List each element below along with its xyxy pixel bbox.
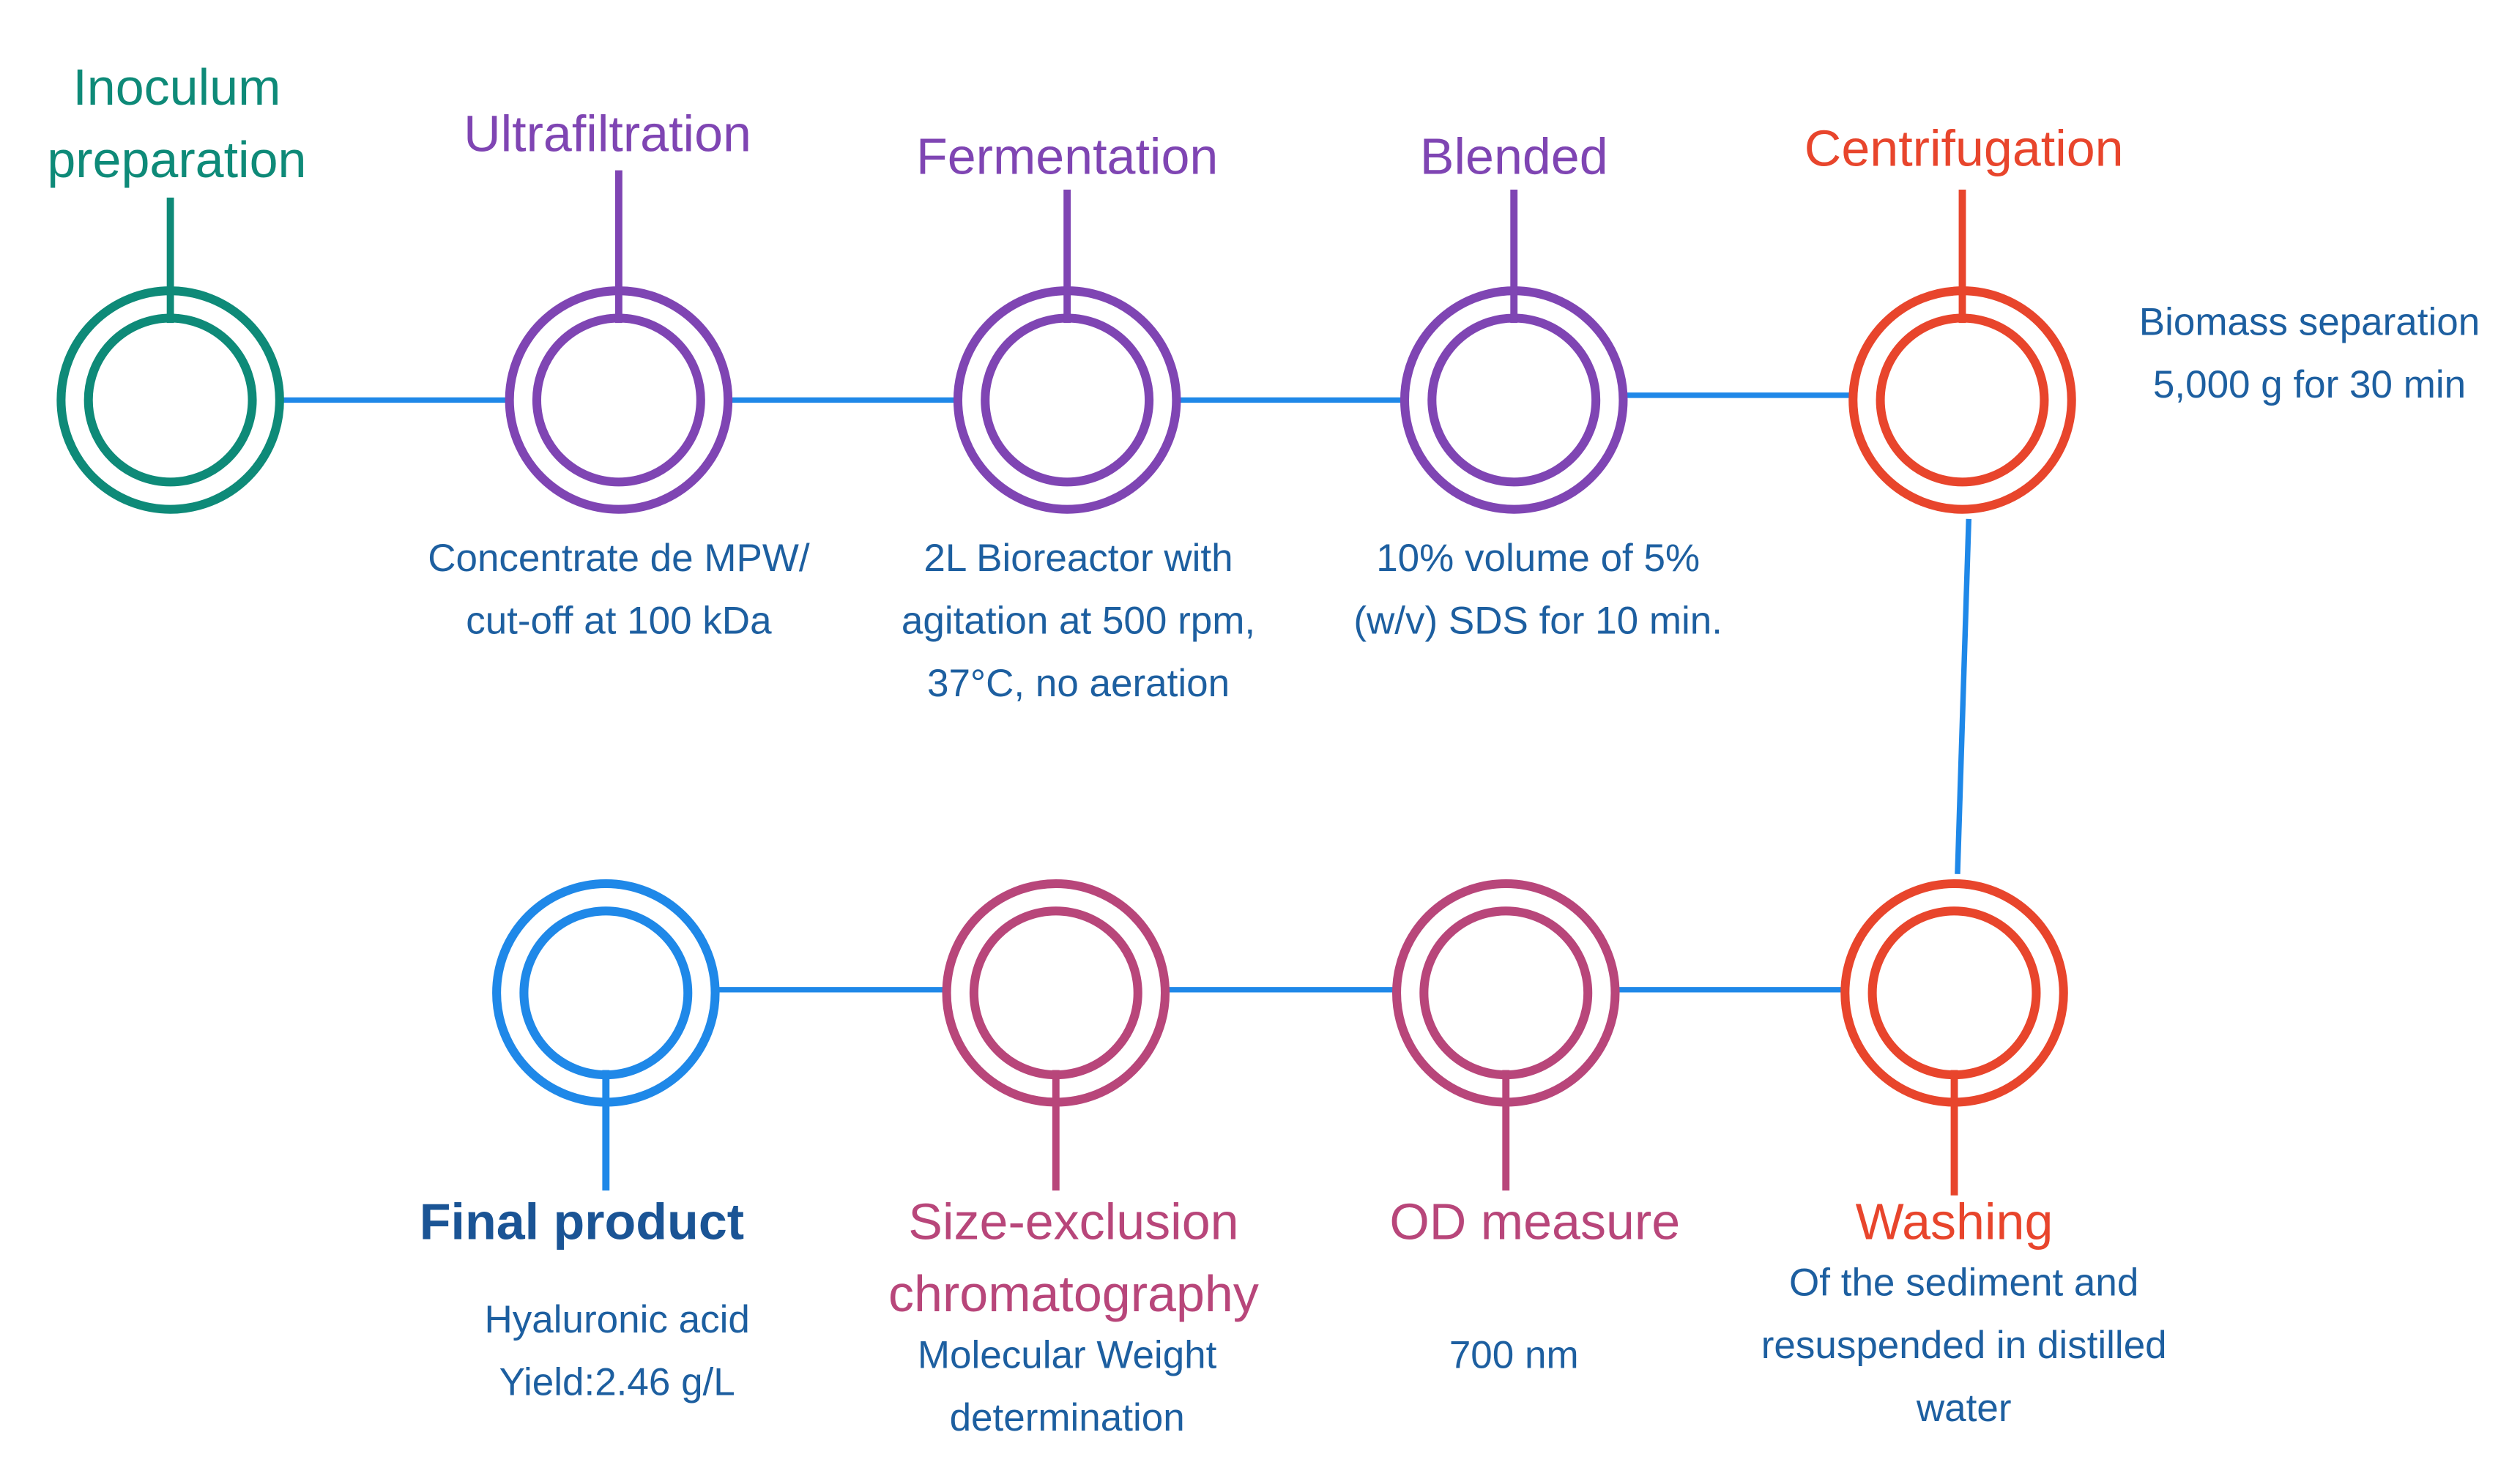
inner-ring bbox=[519, 906, 693, 1080]
step-description: 2L Bioreactor with agitation at 500 rpm, 3… bbox=[902, 537, 1255, 705]
connector-line-5 bbox=[1955, 518, 1972, 874]
step-title-line: Fermentation bbox=[916, 128, 1218, 185]
step-description-line: Molecular Weight bbox=[918, 1333, 1217, 1376]
step-title-line: Final product bbox=[420, 1193, 744, 1250]
step-nodes: Inoculum preparation UltrafiltrationConcen… bbox=[47, 59, 2480, 1439]
step-title-line: Centrifugation bbox=[1804, 120, 2124, 177]
step-title-line: preparation bbox=[47, 131, 306, 188]
step-node-6: Washing Of the sediment and resuspended in… bbox=[1761, 879, 2167, 1430]
step-description: Biomass separation 5,000 g for 30 min bbox=[2139, 300, 2480, 406]
inner-ring bbox=[1876, 313, 2049, 487]
step-description: Concentrate de MPW/cut-off at 100 kDa bbox=[428, 537, 810, 643]
outer-ring bbox=[56, 286, 284, 514]
step-node-1: Inoculum preparation bbox=[47, 59, 306, 514]
outer-ring bbox=[1848, 286, 2076, 514]
step-node-3: Fermentation 2L Bioreactor with agitation … bbox=[902, 128, 1255, 705]
step-title-line: Size-exclusion bbox=[908, 1193, 1238, 1250]
step-description-line: Yield:2.46 g/L bbox=[499, 1361, 735, 1404]
step-description-line: water bbox=[1916, 1387, 2012, 1430]
step-title-line: Inoculum bbox=[73, 59, 280, 116]
step-description-line: 5,000 g for 30 min bbox=[2153, 363, 2466, 406]
step-description-line: (w/v) SDS for 10 min. bbox=[1353, 599, 1722, 642]
step-description-line: Concentrate de MPW/ bbox=[428, 537, 810, 580]
step-title: Centrifugation bbox=[1804, 120, 2124, 177]
inner-ring bbox=[532, 313, 705, 487]
inner-ring bbox=[969, 906, 1142, 1080]
outer-ring bbox=[953, 286, 1181, 514]
step-description: Molecular Weight determination bbox=[918, 1333, 1217, 1439]
outer-ring bbox=[1400, 286, 1628, 514]
inner-ring bbox=[981, 313, 1154, 487]
step-description: 700 nm bbox=[1449, 1333, 1579, 1376]
step-description-line: cut-off at 100 kDa bbox=[466, 599, 772, 642]
outer-ring bbox=[1391, 879, 1620, 1107]
step-title: Fermentation bbox=[916, 128, 1218, 185]
step-node-7: OD measure 700 nm bbox=[1389, 879, 1680, 1376]
inner-ring bbox=[1867, 906, 2041, 1080]
step-description-line: 37°C, no aeration bbox=[927, 662, 1230, 705]
step-title: Inoculum preparation bbox=[47, 59, 306, 189]
step-title-line: Washing bbox=[1856, 1193, 2053, 1250]
outer-ring bbox=[505, 286, 733, 514]
step-title-line: Blended bbox=[1420, 128, 1608, 185]
outer-ring bbox=[1840, 879, 2068, 1107]
step-description-line: resuspended in distilled bbox=[1761, 1324, 2167, 1367]
step-title: OD measure bbox=[1389, 1193, 1680, 1250]
step-description: Of the sediment and resuspended in distil… bbox=[1761, 1261, 2167, 1430]
step-description-line: Biomass separation bbox=[2139, 300, 2480, 343]
step-description: 10% volume of 5% (w/v) SDS for 10 min. bbox=[1353, 537, 1722, 643]
step-node-4: Blended 10% volume of 5% (w/v) SDS for 10 … bbox=[1353, 128, 1722, 643]
outer-ring bbox=[492, 879, 720, 1107]
step-description-line: 10% volume of 5% bbox=[1376, 537, 1700, 580]
outer-ring bbox=[942, 879, 1170, 1107]
inner-ring bbox=[83, 313, 257, 487]
step-description-line: 700 nm bbox=[1449, 1333, 1579, 1376]
step-description-line: determination bbox=[950, 1396, 1185, 1439]
step-title-line: chromatography bbox=[888, 1266, 1259, 1323]
step-description-line: Hyaluronic acid bbox=[485, 1298, 750, 1341]
inner-ring bbox=[1427, 313, 1601, 487]
step-title: Size-exclusion chromatography bbox=[888, 1193, 1259, 1323]
step-title: Final product bbox=[420, 1193, 744, 1250]
step-description-line: 2L Bioreactor with bbox=[923, 537, 1233, 580]
step-description-line: agitation at 500 rpm, bbox=[902, 599, 1255, 642]
step-title: Ultrafiltration bbox=[464, 105, 751, 163]
connectors bbox=[279, 392, 1972, 993]
step-title-line: OD measure bbox=[1389, 1193, 1680, 1250]
step-title: Blended bbox=[1420, 128, 1608, 185]
inner-ring bbox=[1419, 906, 1593, 1080]
step-title: Washing bbox=[1856, 1193, 2053, 1250]
step-description-line: Of the sediment and bbox=[1789, 1261, 2138, 1305]
step-title-line: Ultrafiltration bbox=[464, 105, 751, 163]
